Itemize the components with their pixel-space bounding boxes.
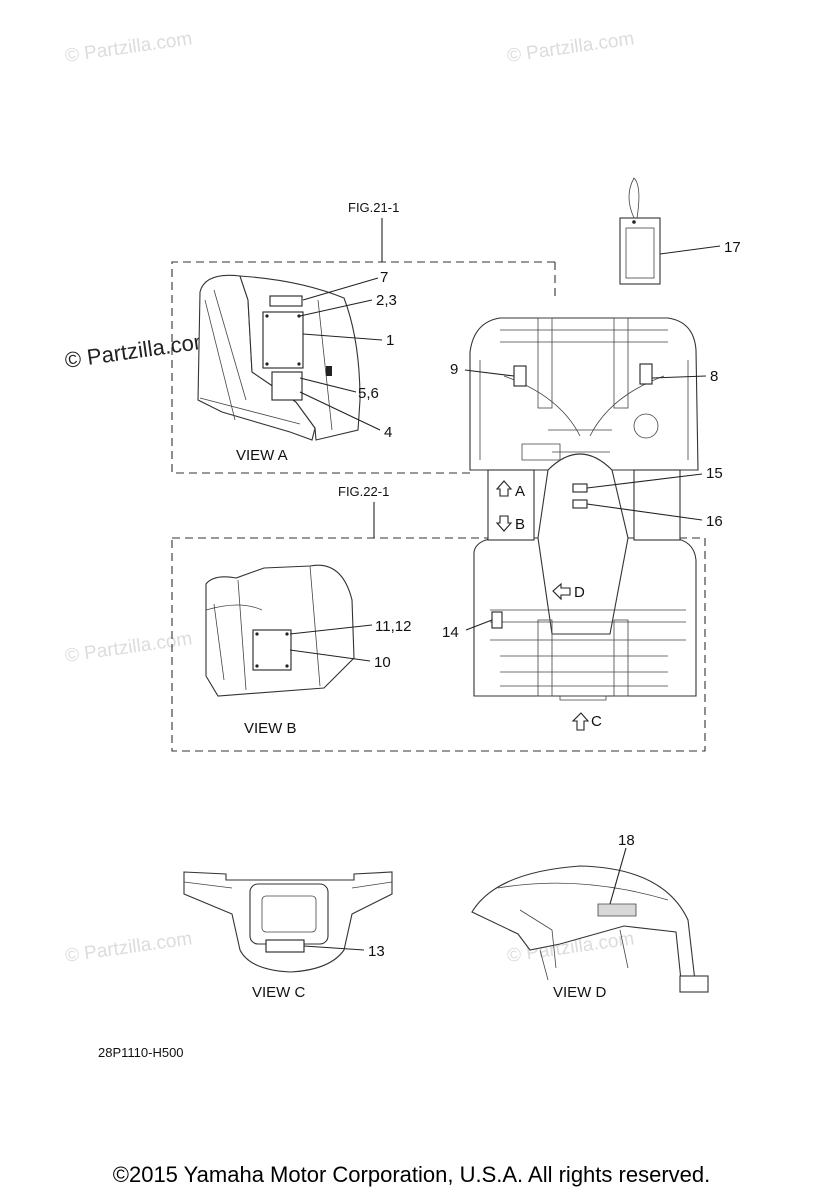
callout-7: 7: [380, 269, 388, 286]
decal-13: [265, 939, 305, 953]
callout-15: 15: [706, 465, 723, 482]
drawing-code: 28P1110-H500: [98, 1045, 184, 1060]
watermark: © Partzilla.com: [64, 928, 194, 967]
atv-top-view: [469, 317, 699, 701]
direction-arrows: A B D C: [495, 480, 602, 731]
decal-8: [639, 363, 653, 385]
callout-1: 1: [386, 332, 394, 349]
view-d-label: VIEW D: [553, 984, 607, 1001]
fig-ref-21: FIG.21-1: [348, 200, 399, 215]
callout-16: 16: [706, 513, 723, 530]
direction-label-b: B: [515, 516, 525, 533]
callout-9: 9: [450, 361, 458, 378]
decal-1: [262, 311, 304, 369]
copyright-text: ©2015 Yamaha Motor Corporation, U.S.A. A…: [112, 1162, 711, 1187]
direction-label-d: D: [574, 584, 585, 601]
watermark-dark: © Partzilla.com: [63, 328, 213, 373]
decal-9: [513, 365, 527, 387]
callout-11-12: 11,12: [375, 618, 411, 635]
callout-14: 14: [442, 624, 459, 641]
view-b-fender: [205, 564, 355, 697]
callout-13: 13: [368, 943, 385, 960]
view-a-label: VIEW A: [236, 447, 288, 464]
decal-14: [491, 611, 503, 629]
callout-17: 17: [724, 239, 741, 256]
decal-10: [252, 629, 292, 671]
direction-label-a: A: [515, 483, 525, 500]
callout-4: 4: [384, 424, 392, 441]
callout-10: 10: [374, 654, 391, 671]
callout-18: 18: [618, 832, 635, 849]
view-b-label: VIEW B: [244, 720, 297, 737]
direction-label-c: C: [591, 713, 602, 730]
fig-ref-22: FIG.22-1: [338, 484, 389, 499]
view-a-dashed-box: [171, 261, 555, 474]
watermark: © Partzilla.com: [506, 28, 636, 67]
callout-2-3: 2,3: [376, 292, 397, 309]
watermark: © Partzilla.com: [64, 28, 194, 67]
callout-8: 8: [710, 368, 718, 385]
view-c-label: VIEW C: [252, 984, 306, 1001]
watermark: © Partzilla.com: [64, 628, 194, 667]
view-b-dashed-box: [171, 537, 706, 752]
view-a-fender: [197, 274, 361, 441]
view-d-under-seat: [471, 865, 709, 993]
decal-18: [597, 903, 637, 917]
decal-5-6: [271, 371, 303, 401]
decal-15: [572, 483, 588, 493]
callout-5-6: 5,6: [358, 385, 379, 402]
view-c-guard: [183, 871, 393, 973]
decal-16: [572, 499, 588, 509]
hang-tag-17: [619, 177, 661, 285]
decal-7: [269, 295, 303, 307]
